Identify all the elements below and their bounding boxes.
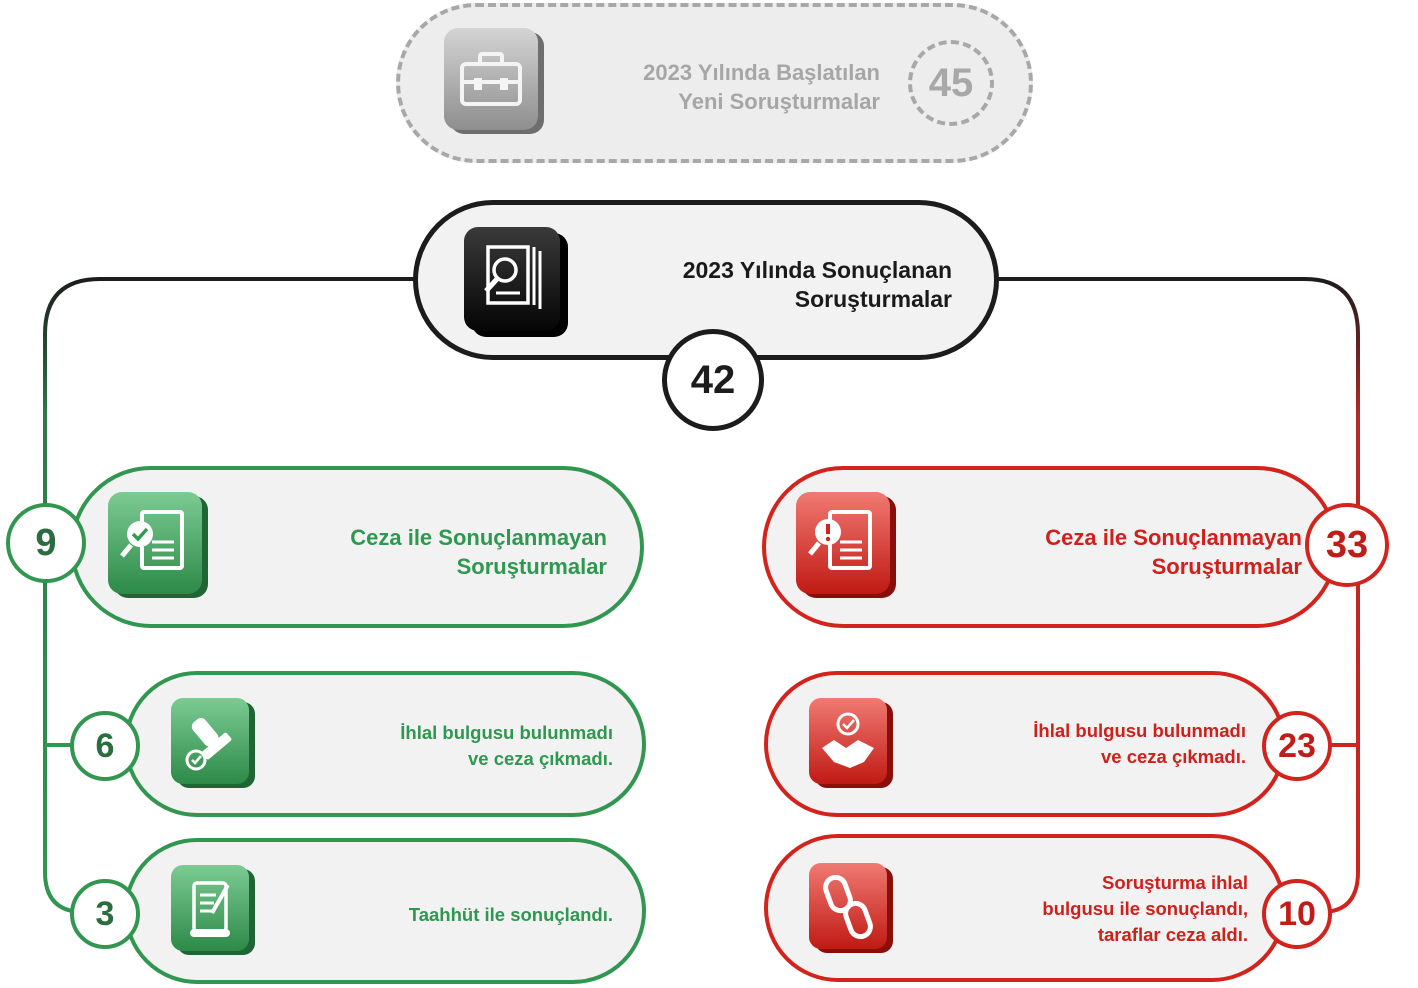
document-alert-icon <box>796 492 896 598</box>
document-check-icon <box>108 492 208 598</box>
title-line: Soruşturmalar <box>456 554 607 579</box>
green-item-commitment-count-badge: 3 <box>70 879 140 949</box>
text-line: ve ceza çıkmadı. <box>467 748 613 769</box>
red-header-title: Ceza ile Sonuçlanmayan Soruşturmalar <box>1045 523 1302 581</box>
text-line: İhlal bulgusu bulunmadı <box>1033 720 1246 741</box>
initiated-investigations-title: 2023 Yılında Başlatılan Yeni Soruşturmal… <box>643 58 880 116</box>
title-line: 2023 Yılında Sonuçlanan <box>682 257 952 283</box>
concluded-count-badge: 42 <box>662 329 764 431</box>
document-search-icon <box>464 227 568 337</box>
green-item-no-violation-count-badge: 6 <box>70 711 140 781</box>
green-item-no-violation-text: İhlal bulgusu bulunmadı ve ceza çıkmadı. <box>400 720 613 772</box>
text-line: İhlal bulgusu bulunmadı <box>400 722 613 743</box>
text-line: bulgusu ile sonuçlandı, <box>1042 898 1248 919</box>
title-line: Ceza ile Sonuçlanmayan <box>350 525 607 550</box>
title-line: 2023 Yılında Başlatılan <box>643 60 880 85</box>
stamp-check-icon <box>171 698 255 788</box>
title-line: Soruşturmalar <box>1151 554 1302 579</box>
handshake-check-icon <box>809 698 893 788</box>
red-item-penalty-text: Soruşturma ihlal bulgusu ile sonuçlandı,… <box>1042 870 1248 948</box>
title-line: Ceza ile Sonuçlanmayan <box>1045 525 1302 550</box>
green-header-count-badge: 9 <box>6 503 86 583</box>
right-branch-line <box>995 277 1360 914</box>
concluded-investigations-title: 2023 Yılında Sonuçlanan Soruşturmalar <box>683 256 952 314</box>
chain-link-icon <box>809 863 893 953</box>
text-line: Soruşturma ihlal <box>1102 872 1248 893</box>
green-header-title: Ceza ile Sonuçlanmayan Soruşturmalar <box>350 523 607 581</box>
red-item-no-violation-text: İhlal bulgusu bulunmadı ve ceza çıkmadı. <box>1033 718 1246 770</box>
initiated-count-badge: 45 <box>908 40 994 126</box>
text-line: Taahhüt ile sonuçlandı. <box>408 904 613 925</box>
left-branch-line <box>43 277 420 914</box>
title-line: Soruşturmalar <box>794 286 952 312</box>
text-line: ve ceza çıkmadı. <box>1100 746 1246 767</box>
green-item-commitment-text: Taahhüt ile sonuçlandı. <box>409 902 613 928</box>
briefcase-icon <box>444 28 544 134</box>
green-item-no-violation-box <box>124 671 646 817</box>
red-item-penalty-count-badge: 10 <box>1262 879 1332 949</box>
commitment-scroll-icon <box>171 865 255 955</box>
title-line: Yeni Soruşturmalar <box>678 89 880 114</box>
text-line: taraflar ceza aldı. <box>1097 924 1248 945</box>
red-header-count-badge: 33 <box>1305 503 1389 587</box>
red-item-no-violation-count-badge: 23 <box>1262 711 1332 781</box>
